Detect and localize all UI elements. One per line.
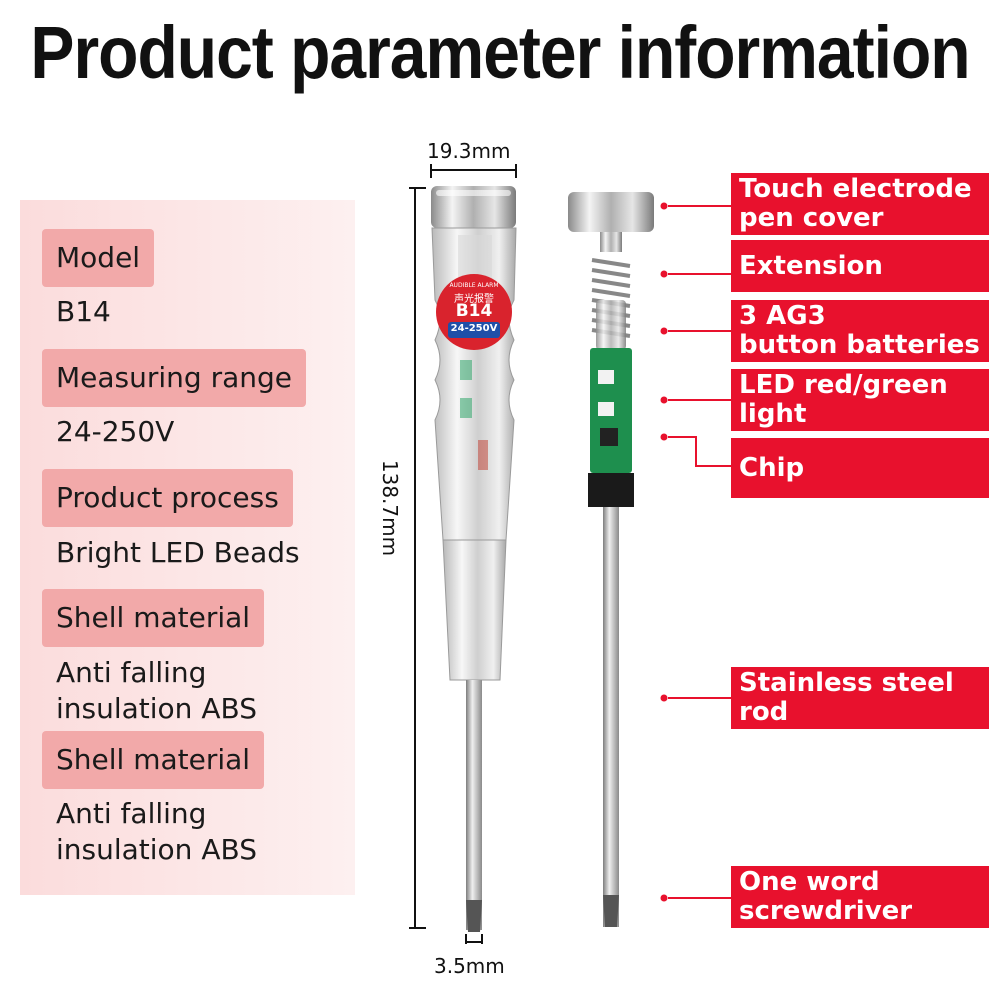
callout-touch-electrode: Touch electrode pen cover — [731, 173, 989, 235]
badge-range: 24-250V — [450, 323, 498, 334]
callout-led: LED red/green light — [731, 369, 989, 431]
callout-rod: Stainless steel rod — [731, 667, 989, 729]
spec-label-model: Model — [42, 229, 155, 287]
callout-led-line2: light — [739, 399, 807, 429]
spec-value-measuring-range: 24-250V — [56, 415, 175, 448]
dimension-top-width-label: 19.3mm — [427, 139, 511, 163]
callout-screwdriver-line1: One word — [739, 867, 880, 897]
page-title: Product parameter information — [30, 10, 970, 94]
spec-value-shell-material-line1: Anti falling — [56, 656, 207, 689]
dimension-tip-width — [465, 934, 483, 944]
callout-rod-line1: Stainless steel — [739, 668, 954, 698]
disassembled-pen — [568, 192, 654, 927]
spec-value-product-process: Bright LED Beads — [56, 536, 300, 569]
callout-batteries-line1: 3 AG3 — [739, 301, 826, 331]
callout-chip-line1: Chip — [739, 453, 805, 483]
spec-label-product-process: Product process — [42, 469, 293, 527]
dimension-length-label: 138.7mm — [378, 459, 402, 557]
spec-label-shell-material: Shell material — [42, 589, 265, 647]
callout-chip: Chip — [731, 438, 989, 498]
callout-touch-electrode-line1: Touch electrode — [739, 174, 972, 204]
badge-top-text: AUDIBLE ALARM — [449, 282, 499, 289]
callout-touch-electrode-line2: pen cover — [739, 203, 884, 233]
pen-badge — [436, 274, 512, 350]
dimension-length — [409, 187, 426, 929]
spec-value-shell-material-line2: insulation ABS — [56, 692, 257, 725]
spec-value-shell-material-2-line1: Anti falling — [56, 797, 207, 830]
dimension-tip-width-label: 3.5mm — [434, 954, 505, 978]
callout-batteries: 3 AG3 button batteries — [731, 300, 989, 362]
spec-value-shell-material-2-line2: insulation ABS — [56, 833, 257, 866]
callout-screwdriver-line2: screwdriver — [739, 896, 913, 926]
callout-extension-spring: Extension spring — [731, 240, 989, 329]
callout-rod-line2: rod — [739, 697, 789, 727]
spec-value-model: B14 — [56, 295, 111, 328]
badge-cn-text: 声光报警 — [454, 294, 494, 305]
spec-label-measuring-range: Measuring range — [42, 349, 307, 407]
callout-screwdriver: One word screwdriver — [731, 866, 989, 928]
spec-label-shell-material-2: Shell material — [42, 731, 265, 789]
dimension-top-width — [430, 164, 517, 178]
callout-led-line1: LED red/green — [739, 370, 948, 400]
badge-model: B14 — [455, 301, 493, 321]
callout-leaders — [660, 202, 731, 902]
callout-batteries-line2: button batteries — [739, 330, 980, 360]
